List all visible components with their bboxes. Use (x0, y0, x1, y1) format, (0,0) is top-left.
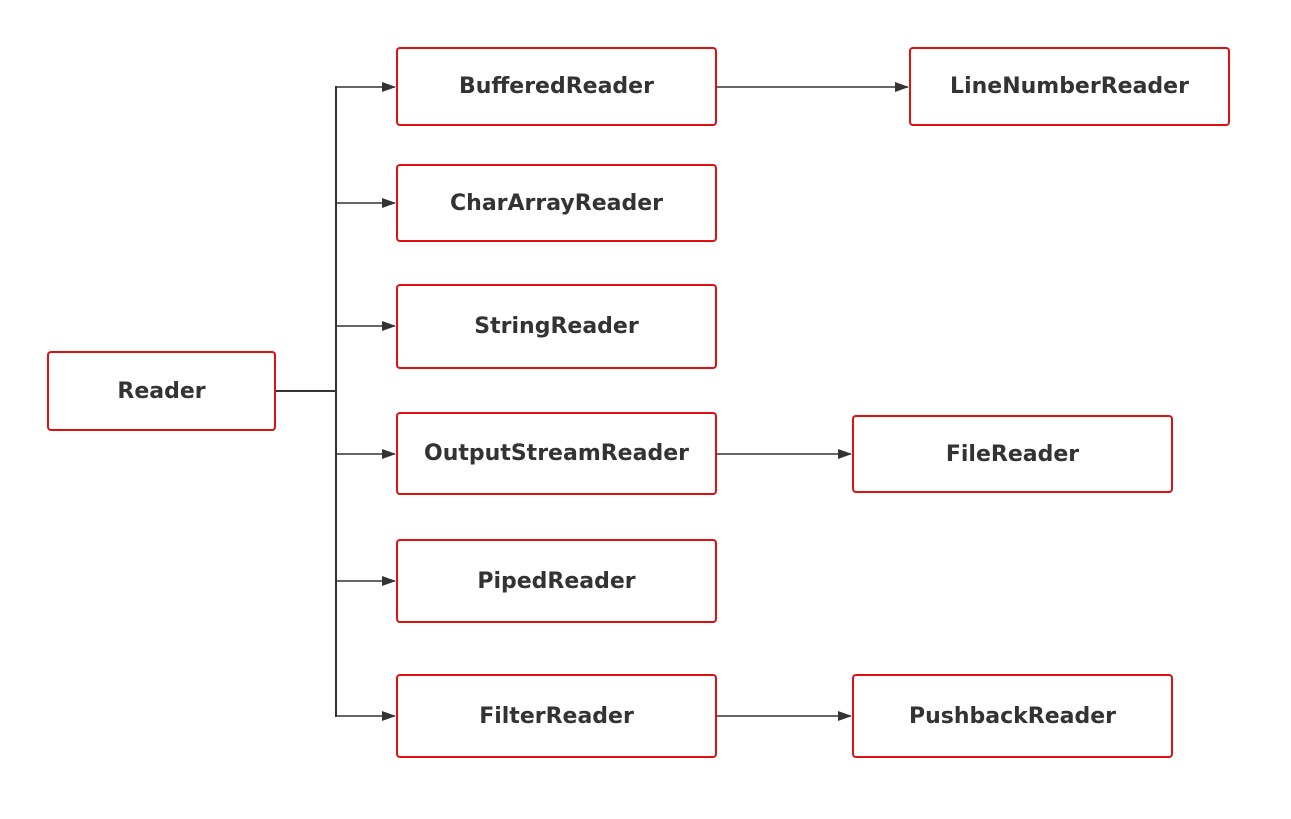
node-char-array-reader[interactable]: CharArrayReader (396, 164, 717, 242)
node-output-stream-reader[interactable]: OutputStreamReader (396, 412, 717, 495)
node-string-reader[interactable]: StringReader (396, 284, 717, 369)
node-line-number-reader-label: LineNumberReader (950, 74, 1189, 99)
node-reader-label: Reader (117, 378, 206, 404)
node-output-stream-reader-label: OutputStreamReader (424, 441, 689, 466)
node-reader[interactable]: Reader (47, 351, 276, 431)
node-filter-reader-label: FilterReader (479, 703, 634, 729)
node-pushback-reader-label: PushbackReader (908, 703, 1117, 729)
node-piped-reader[interactable]: PipedReader (396, 539, 717, 623)
node-piped-reader-label: PipedReader (477, 568, 636, 594)
node-char-array-reader-label: CharArrayReader (450, 190, 663, 216)
node-line-number-reader[interactable]: LineNumberReader (909, 47, 1230, 126)
node-filter-reader[interactable]: FilterReader (396, 674, 717, 758)
node-pushback-reader[interactable]: PushbackReader (852, 674, 1173, 758)
node-string-reader-label: StringReader (474, 314, 639, 339)
node-file-reader[interactable]: FileReader (852, 415, 1173, 493)
node-file-reader-label: FileReader (945, 441, 1080, 467)
node-buffered-reader[interactable]: BufferedReader (396, 47, 717, 126)
node-buffered-reader-label: BufferedReader (459, 74, 654, 99)
